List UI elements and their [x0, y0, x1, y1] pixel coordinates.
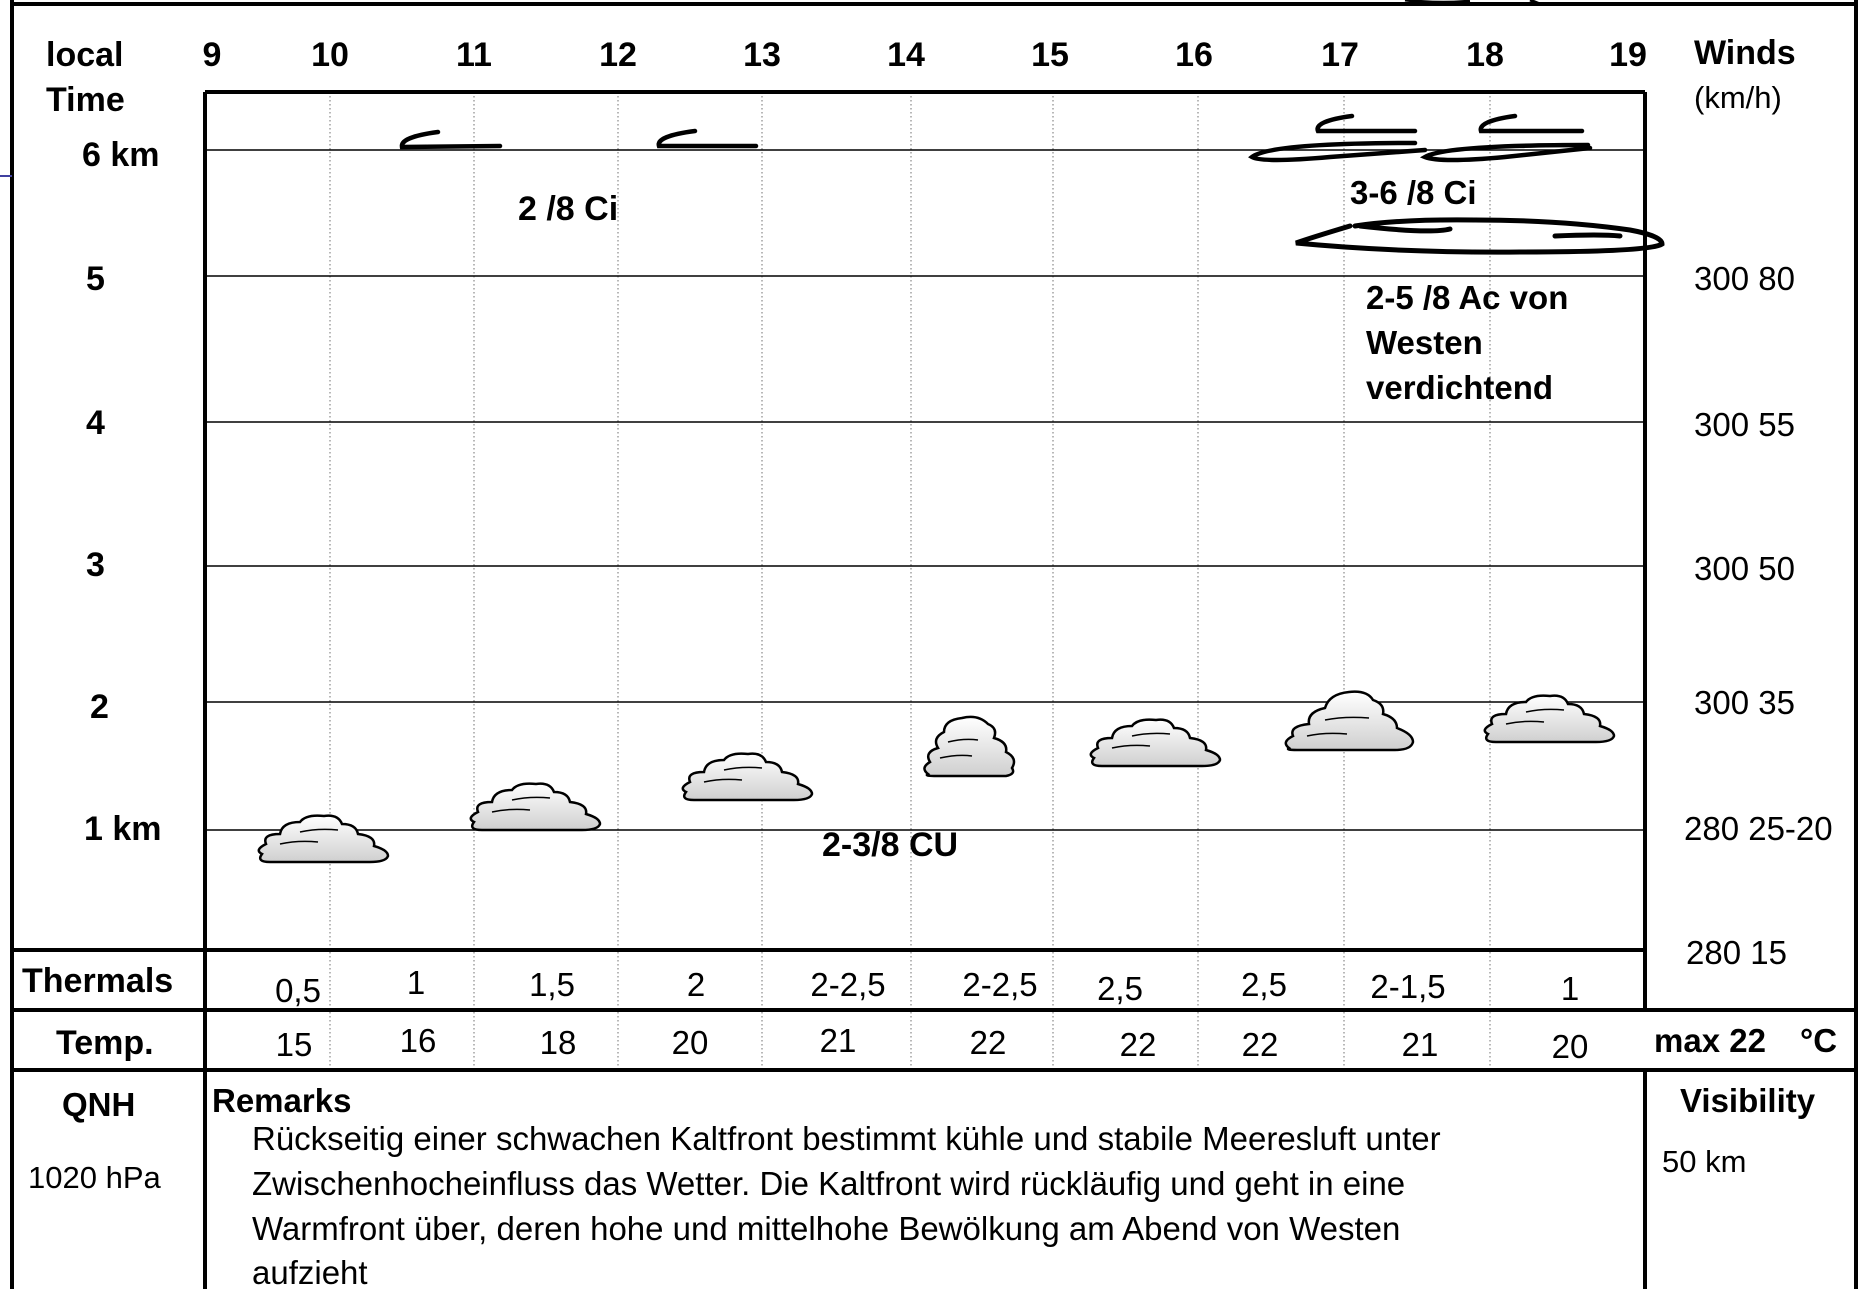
wind-value: 280 25-20: [1684, 810, 1833, 847]
qnh-value: 1020 hPa: [28, 1160, 161, 1195]
temp-value: 16: [400, 1022, 437, 1059]
hour-label: 19: [1609, 36, 1647, 74]
wind-value: 300 80: [1694, 260, 1795, 297]
altocumulus-symbol: [1295, 217, 1665, 255]
winds-title: Winds: [1694, 34, 1796, 72]
cirrus-symbol: [1419, 142, 1593, 163]
cirrus-symbol: [656, 128, 759, 149]
remarks-line: aufzieht: [252, 1254, 368, 1289]
ci-left-label: 2 /8 Ci: [518, 190, 618, 228]
temp-value: 21: [820, 1022, 857, 1059]
cumulus-cloud: [1089, 718, 1222, 768]
ac-label-line1: 2-5 /8 Ac von: [1366, 279, 1568, 316]
hour-gridlines: [329, 92, 1491, 1070]
temp-values: 15 16 18 20 21 22 22 22 21 20: [276, 1022, 1589, 1065]
hour-label: 14: [887, 36, 925, 74]
cumulus-clouds: [257, 690, 1616, 864]
wind-values: 300 80 300 55 300 50 300 35 280 25-20 28…: [1684, 260, 1833, 971]
local-time-label-2: Time: [46, 81, 125, 119]
cirrus-symbols: [399, 113, 1593, 163]
hour-labels: 9 10 11 12 13 14 15 16 17 18 19: [203, 36, 1647, 74]
altitude-labels: 6 km 5 4 3 2 1 km: [82, 136, 162, 848]
temp-value: 15: [276, 1026, 313, 1063]
temp-unit: °C: [1800, 1022, 1837, 1059]
cirrus-symbol: [1248, 140, 1428, 163]
visibility-value: 50 km: [1662, 1144, 1746, 1179]
local-time-label-1: local: [46, 36, 123, 74]
remarks-line: Zwischenhocheinfluss das Wetter. Die Kal…: [252, 1165, 1405, 1202]
outer-frame: [10, 0, 1858, 1289]
cumulus-cloud: [923, 715, 1016, 778]
cumulus-cloud: [469, 782, 602, 832]
thermal-value: 1: [1561, 970, 1579, 1007]
altitude-label-5: 5: [86, 260, 105, 298]
cirrus-symbol: [1315, 113, 1418, 134]
wind-value: 280 15: [1686, 934, 1787, 971]
qnh-label: QNH: [62, 1086, 135, 1123]
thermal-value: 2-2,5: [962, 966, 1037, 1003]
thermal-value: 0,5: [275, 972, 321, 1009]
hour-label: 12: [599, 36, 637, 74]
thermals-values: 0,5 1 1,5 2 2-2,5 2-2,5 2,5 2,5 2-1,5 1: [275, 964, 1579, 1009]
remarks-line: Warmfront über, deren hohe und mittelhoh…: [252, 1210, 1400, 1247]
ac-label-line2: Westen: [1366, 324, 1483, 361]
thermal-value: 2-2,5: [810, 966, 885, 1003]
thermal-value: 2: [687, 966, 705, 1003]
temp-value: 18: [540, 1024, 577, 1061]
altitude-label-1km: 1 km: [84, 810, 162, 848]
hour-label: 16: [1175, 36, 1213, 74]
thermals-label: Thermals: [22, 962, 173, 1000]
cirrus-symbol: [1478, 113, 1585, 134]
cirrus-symbol: [399, 129, 503, 150]
temp-value: 20: [1552, 1028, 1589, 1065]
thermal-value: 2,5: [1097, 970, 1143, 1007]
thermal-value: 2-1,5: [1370, 968, 1445, 1005]
visibility-label: Visibility: [1680, 1082, 1816, 1119]
altitude-label-6km: 6 km: [82, 136, 160, 174]
wind-value: 300 50: [1694, 550, 1795, 587]
cumulus-cloud: [681, 752, 814, 802]
temp-value: 22: [970, 1024, 1007, 1061]
thermal-value: 2,5: [1241, 966, 1287, 1003]
top-remnant-marks: [1404, 0, 1541, 6]
cumulus-cloud: [1284, 690, 1415, 752]
temp-value: 21: [1402, 1026, 1439, 1063]
hour-label: 9: [203, 36, 222, 74]
cumulus-cloud: [1483, 694, 1616, 744]
ci-right-label: 3-6 /8 Ci: [1350, 174, 1477, 211]
winds-unit: (km/h): [1694, 80, 1782, 115]
temp-max-label: max 22: [1654, 1022, 1766, 1059]
wind-value: 300 55: [1694, 406, 1795, 443]
thermal-value: 1,5: [529, 966, 575, 1003]
remarks-body: Rückseitig einer schwachen Kaltfront bes…: [252, 1120, 1441, 1289]
wind-value: 300 35: [1694, 684, 1795, 721]
altitude-label-2: 2: [90, 688, 109, 726]
temp-value: 20: [672, 1024, 709, 1061]
hour-label: 18: [1466, 36, 1504, 74]
cu-label: 2-3/8 CU: [822, 826, 958, 864]
ac-label-line3: verdichtend: [1366, 369, 1553, 406]
cumulus-cloud: [257, 814, 390, 864]
altitude-label-3: 3: [86, 546, 105, 584]
hour-label: 13: [743, 36, 781, 74]
hour-label: 15: [1031, 36, 1069, 74]
altitude-label-4: 4: [86, 404, 105, 442]
temp-value: 22: [1242, 1026, 1279, 1063]
hour-label: 10: [311, 36, 349, 74]
hour-label: 17: [1321, 36, 1359, 74]
temp-value: 22: [1120, 1026, 1157, 1063]
remarks-title: Remarks: [212, 1082, 351, 1119]
hour-label: 11: [456, 36, 492, 74]
remarks-line: Rückseitig einer schwachen Kaltfront bes…: [252, 1120, 1441, 1157]
thermal-value: 1: [407, 964, 425, 1001]
temp-label: Temp.: [56, 1024, 154, 1062]
table-grid: [12, 90, 1856, 1289]
